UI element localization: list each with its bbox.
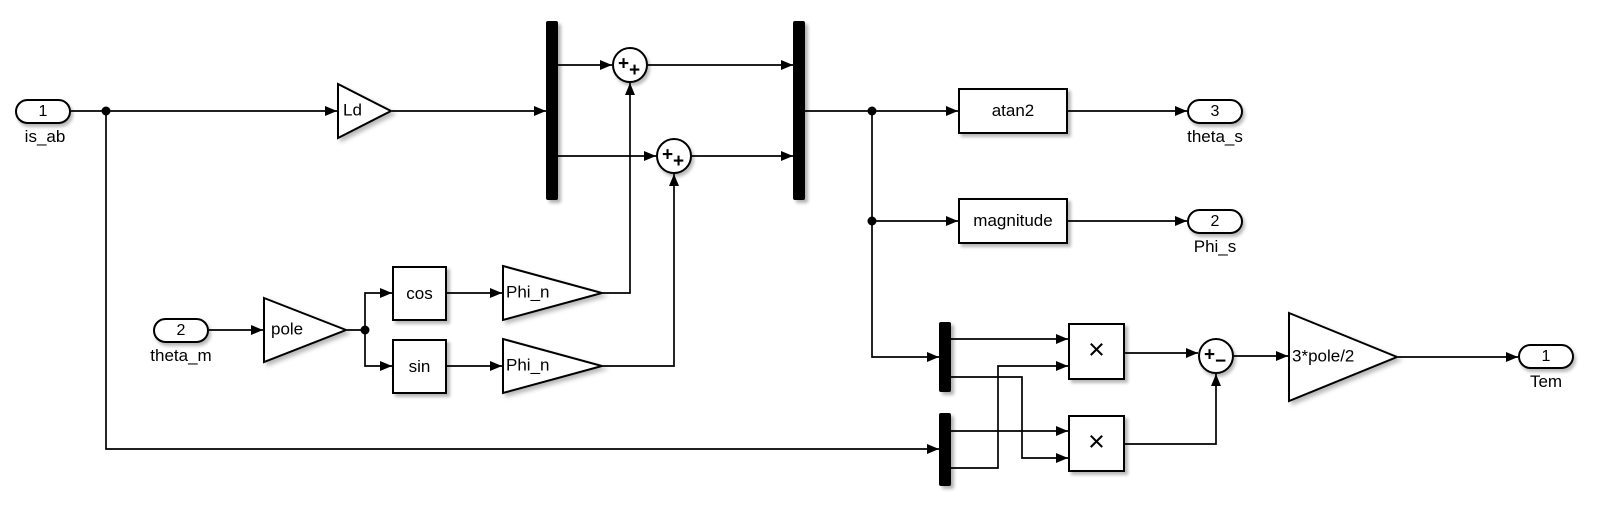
gain-phi-n-sin-label: Phi_n [506, 355, 550, 375]
inport-is-ab-label: is_ab [24, 127, 66, 146]
arrowhead [1056, 361, 1068, 371]
arrowhead [325, 106, 337, 116]
gain-phi-n-cos[interactable]: Phi_n [502, 264, 606, 322]
atan2-block-label: atan2 [991, 101, 1035, 120]
inport-theta-m[interactable]: 2 [153, 318, 209, 343]
sum-block-beta[interactable]: + + [656, 138, 692, 174]
inport-is-ab-number: 1 [38, 102, 48, 120]
product-symbol: × [1088, 334, 1105, 366]
demux-bar-stator[interactable] [546, 21, 558, 200]
gain-triangle [1288, 311, 1400, 403]
sum-sign-plus: + [662, 144, 674, 166]
cos-block[interactable]: cos [392, 266, 447, 321]
sum-sign-plus: + [618, 53, 630, 75]
gain-pole[interactable]: pole [263, 296, 349, 364]
gain-pole-label: pole [271, 319, 304, 339]
arrowhead [946, 216, 958, 226]
branch-dot [101, 106, 111, 116]
wire-pole-to-cos[interactable] [347, 292, 392, 331]
outport-theta-s[interactable]: 3 [1187, 99, 1243, 124]
wire-pole-branch-to-sin[interactable] [364, 330, 392, 367]
arrowhead [1056, 334, 1068, 344]
arrowhead [380, 288, 392, 298]
sum-sign-plus: + [629, 60, 641, 81]
arrowhead [1056, 426, 1068, 436]
arrowhead [669, 174, 679, 186]
product-symbol: × [1088, 426, 1105, 458]
inport-theta-m-label: theta_m [150, 346, 212, 365]
wire-branch-to-demux-upper[interactable] [871, 221, 939, 358]
arrowhead [927, 352, 939, 362]
demux-bar-current[interactable] [939, 413, 951, 486]
inport-theta-m-number: 2 [176, 321, 186, 339]
arrowhead [600, 60, 612, 70]
sum-sign-plus: + [1204, 344, 1216, 366]
gain-triangle [263, 296, 349, 364]
arrowhead [1186, 348, 1198, 358]
gain-triangle [502, 264, 606, 322]
gain-phi-n-cos-label: Phi_n [506, 282, 550, 302]
sum-sign-minus: − [1215, 351, 1227, 372]
gain-torque[interactable]: 3*pole/2 [1288, 311, 1400, 403]
wire-demuxupper-out2-to-product2[interactable] [951, 376, 1068, 459]
arrowhead [781, 60, 793, 70]
sum-sign-plus: + [673, 151, 685, 172]
arrowhead [380, 361, 392, 371]
branch-dot [867, 216, 877, 226]
wire-isab-branch-to-demux-lower[interactable] [105, 111, 939, 450]
arrowhead [1506, 352, 1518, 362]
arrowhead [490, 288, 502, 298]
inport-is-ab[interactable]: 1 [15, 99, 71, 124]
product-block-2[interactable]: × [1068, 415, 1125, 472]
arrowhead [1211, 374, 1221, 386]
gain-phi-n-sin[interactable]: Phi_n [502, 337, 606, 395]
outport-phi-s-label: Phi_s [1193, 237, 1237, 256]
mux-bar-flux[interactable] [793, 21, 805, 200]
gain-ld[interactable]: Ld [337, 82, 394, 140]
arrowhead [534, 106, 546, 116]
arrowhead [625, 83, 635, 95]
arrowhead [1276, 351, 1288, 361]
branch-dot [360, 325, 370, 335]
wire-phin2-to-sum-beta[interactable] [603, 174, 675, 367]
outport-tem-label: Tem [1529, 372, 1563, 391]
arrowhead [1175, 106, 1187, 116]
sum-block-alpha[interactable]: + + [612, 47, 648, 83]
wire-branch-to-magnitude[interactable] [871, 111, 958, 222]
branch-dot [867, 106, 877, 116]
arrowhead [927, 444, 939, 454]
cos-block-label: cos [406, 283, 433, 303]
demux-bar-flux[interactable] [939, 322, 951, 392]
gain-triangle [502, 337, 606, 395]
magnitude-block[interactable]: magnitude [958, 198, 1068, 244]
outport-tem[interactable]: 1 [1518, 344, 1574, 369]
arrowhead [490, 361, 502, 371]
product-block-1[interactable]: × [1068, 323, 1125, 380]
atan2-block[interactable]: atan2 [958, 88, 1068, 134]
gain-ld-label: Ld [343, 100, 362, 120]
arrowhead [644, 151, 656, 161]
sin-block-label: sin [408, 356, 431, 376]
arrowhead [251, 325, 263, 335]
gain-triangle [337, 82, 394, 140]
wire-product2-to-sum-torque[interactable] [1125, 374, 1217, 445]
sin-block[interactable]: sin [392, 339, 447, 394]
outport-phi-s-number: 2 [1210, 212, 1220, 230]
gain-torque-label: 3*pole/2 [1292, 346, 1355, 366]
arrowhead [946, 106, 958, 116]
arrowhead [781, 151, 793, 161]
outport-phi-s[interactable]: 2 [1187, 209, 1243, 234]
sum-block-torque[interactable]: + − [1198, 338, 1234, 374]
magnitude-block-label: magnitude [973, 211, 1053, 230]
wire-demuxlower-out2-to-product1[interactable] [951, 365, 1068, 469]
outport-theta-s-label: theta_s [1187, 127, 1243, 146]
wire-phin1-to-sum-alpha[interactable] [603, 83, 631, 294]
outport-theta-s-number: 3 [1210, 102, 1220, 120]
arrowhead [1175, 216, 1187, 226]
outport-tem-number: 1 [1541, 347, 1551, 365]
arrowhead [1056, 453, 1068, 463]
